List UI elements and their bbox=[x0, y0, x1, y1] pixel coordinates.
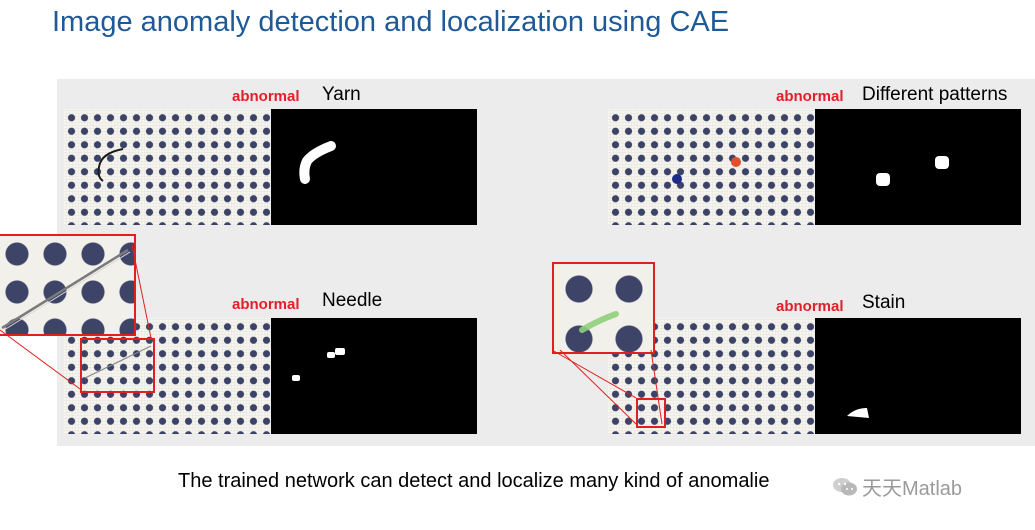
zoom-inset-needle bbox=[0, 234, 136, 336]
fabric-image-yarn bbox=[63, 109, 270, 225]
abnormal-badge-stain: abnormal bbox=[776, 298, 844, 315]
mask-patterns bbox=[815, 109, 1021, 225]
label-different-patterns: Different patterns bbox=[862, 84, 1008, 105]
mask-blobs-patterns bbox=[876, 156, 949, 186]
slide-title: Image anomaly detection and localization… bbox=[52, 6, 730, 38]
watermark-text: 天天Matlab bbox=[862, 478, 963, 500]
yarn-defect bbox=[97, 148, 124, 182]
mask-blob-stain bbox=[847, 408, 869, 418]
label-stain: Stain bbox=[862, 292, 906, 313]
fabric-image-patterns bbox=[607, 109, 814, 225]
slide-caption: The trained network can detect and local… bbox=[178, 470, 770, 492]
pattern-defects bbox=[672, 157, 741, 184]
needle-defect bbox=[84, 345, 152, 379]
stain-highlight-box bbox=[636, 398, 666, 428]
mask-blob-yarn bbox=[299, 141, 336, 184]
zoom-inset-stain bbox=[552, 262, 655, 354]
needle-zoomed bbox=[1, 248, 131, 331]
mask-stain bbox=[815, 318, 1021, 434]
mask-blobs-needle bbox=[292, 348, 345, 381]
watermark: 天天Matlab bbox=[832, 472, 962, 501]
mask-yarn bbox=[271, 109, 477, 225]
abnormal-badge-needle: abnormal bbox=[232, 296, 300, 313]
label-needle: Needle bbox=[322, 290, 383, 311]
stain-zoomed bbox=[579, 311, 619, 333]
label-yarn: Yarn bbox=[322, 84, 361, 105]
abnormal-badge-patterns: abnormal bbox=[776, 88, 844, 105]
needle-highlight-box bbox=[80, 338, 155, 393]
wechat-icon bbox=[833, 477, 857, 495]
mask-needle bbox=[271, 318, 477, 434]
fabric-image-needle bbox=[63, 318, 270, 434]
abnormal-badge-yarn: abnormal bbox=[232, 88, 300, 105]
